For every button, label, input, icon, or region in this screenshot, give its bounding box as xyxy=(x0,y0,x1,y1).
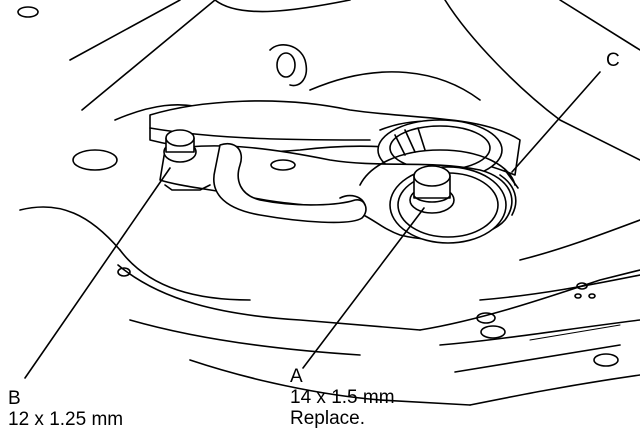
leader-lines xyxy=(24,71,601,379)
frame-holes xyxy=(17,6,619,367)
callout-b: B 12 x 1.25 mm xyxy=(8,388,123,430)
leader-line-b xyxy=(24,167,171,379)
band-c xyxy=(359,149,519,189)
callout-c: C xyxy=(606,50,620,71)
callout-b-letter: B xyxy=(8,388,21,409)
callout-a-size: 14 x 1.5 mm xyxy=(290,387,395,408)
callout-c-letter: C xyxy=(606,50,620,71)
leader-line-c xyxy=(511,71,601,173)
callout-a-note: Replace. xyxy=(290,408,365,429)
frame-outline xyxy=(19,0,640,406)
leader-line-a xyxy=(302,207,425,369)
bolt-b xyxy=(163,129,197,163)
callout-a: A 14 x 1.5 mm Replace. xyxy=(290,366,395,429)
callout-a-letter: A xyxy=(290,366,303,387)
bolt-a xyxy=(409,165,455,214)
callout-b-size: 12 x 1.25 mm xyxy=(8,409,124,430)
